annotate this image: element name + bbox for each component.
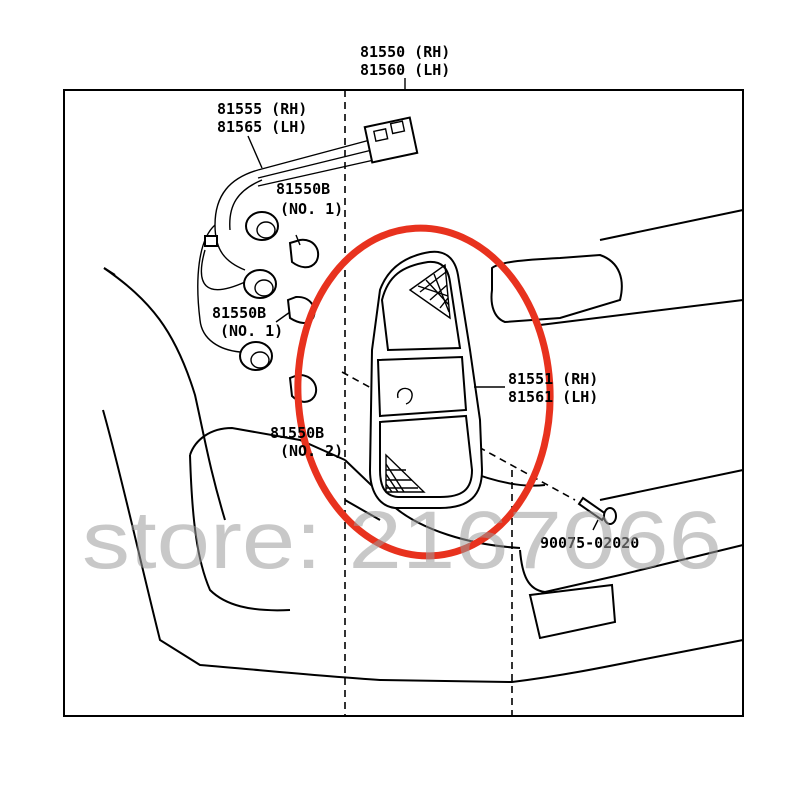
bulb-socket-3 [239,341,273,371]
label-bulb-no1-top-type: (NO. 1) [280,200,343,218]
label-lens-lh: 81561 (LH) [508,388,598,406]
label-assembly-lh: 81560 (LH) [360,61,450,79]
reflector-grid-bottom [385,453,426,493]
bulb-socket-1 [245,211,279,241]
label-socket-rh: 81555 (RH) [217,100,307,118]
store-watermark: store: 2167066 [82,495,722,586]
screw [577,496,617,525]
bulb-3 [288,373,318,403]
reflector-grid-top [408,263,451,320]
wiring-harness [197,116,419,353]
tail-lamp-lens [368,250,484,509]
label-bulb-no1-mid-type: (NO. 1) [220,322,283,340]
highlight-ellipse [294,224,554,560]
diagram-frame [63,89,744,717]
label-lens-rh: 81551 (RH) [508,370,598,388]
label-bulb-no1-top-part: 81550B [276,180,330,198]
label-bulb-no2-type: (NO. 2) [280,442,343,460]
bulb-hole [396,387,413,405]
label-screw: 90075-02020 [540,534,639,552]
label-bulb-no2-part: 81550B [270,424,324,442]
label-bulb-no1-mid-part: 81550B [212,304,266,322]
label-socket-lh: 81565 (LH) [217,118,307,136]
bulb-1 [288,238,320,269]
bulb-socket-2 [243,269,277,299]
vehicle-body [102,209,744,684]
label-assembly-rh: 81550 (RH) [360,43,450,61]
